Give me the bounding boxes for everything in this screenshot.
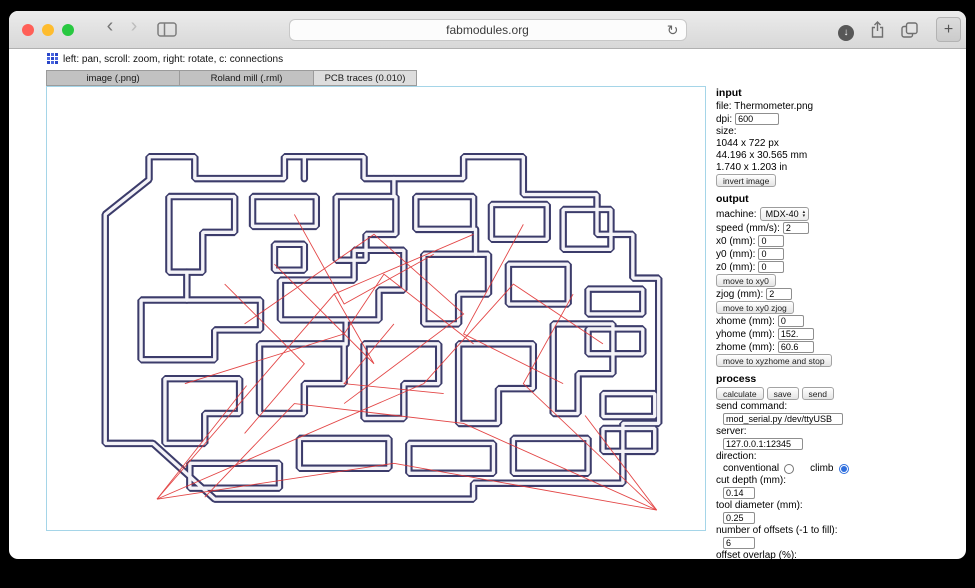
size-label: size: [716,126,737,137]
hint-bar: left: pan, scroll: zoom, right: rotate, … [9,49,966,70]
tool-diameter-label: tool diameter (mm): [716,500,803,511]
save-button[interactable]: save [766,387,799,400]
reload-icon[interactable]: ↻ [666,22,679,38]
dpi-input[interactable] [735,113,780,125]
downloads-icon[interactable]: ↓ [838,24,854,41]
cut-depth-label: cut depth (mm): [716,475,787,486]
new-tab-button[interactable]: + [936,17,961,42]
tabs-overview-icon[interactable] [901,22,918,43]
xhome-input[interactable] [777,315,804,327]
x0-input[interactable] [758,235,785,247]
yhome-label: yhome (mm): [716,328,775,340]
climb-radio[interactable] [838,463,849,474]
speed-label: speed (mm/s): [716,222,780,234]
share-icon[interactable] [870,21,885,44]
dpi-label: dpi: [716,113,733,125]
window-controls [22,24,74,36]
size-mm-text: 44.196 x 30.565 mm [716,150,808,161]
machine-select[interactable]: MDX-40 ▴▾ [759,207,810,221]
zhome-input[interactable] [777,341,814,353]
file-label: file: Thermometer.png [716,101,814,112]
invert-image-button[interactable]: invert image [716,174,777,187]
send-button[interactable]: send [801,387,834,400]
yhome-input[interactable] [777,328,814,340]
x0-label: x0 (mm): [716,235,756,247]
input-section-title: input [716,87,742,99]
z0-label: z0 (mm): [716,261,756,273]
fabmodules-logo-icon [47,52,58,67]
format-tabs: image (.png) Roland mill (.rml) PCB trac… [9,70,966,86]
move-to-xyzhome-button[interactable]: move to xyzhome and stop [716,354,832,367]
tab-roland-mill[interactable]: Roland mill (.rml) [179,70,313,86]
machine-label: machine: [716,208,757,220]
server-input[interactable] [723,438,803,450]
speed-input[interactable] [782,222,809,234]
move-to-xy0-zjog-button[interactable]: move to xy0 zjog [716,301,794,314]
climb-label: climb [810,463,834,474]
send-command-label: send command: [716,401,788,412]
server-label: server: [716,426,747,437]
tab-pcb-traces[interactable]: PCB traces (0.010) [313,70,417,86]
url-text: fabmodules.org [446,23,529,37]
zjog-input[interactable] [766,288,793,300]
select-arrows-icon: ▴▾ [802,209,806,219]
size-px-text: 1044 x 722 px [716,138,779,149]
direction-label: direction: [716,451,757,462]
toolpath-canvas[interactable] [46,86,706,531]
size-in-text: 1.740 x 1.203 in [716,162,788,173]
zhome-label: zhome (mm): [716,341,775,353]
sidebar-toggle-icon[interactable] [157,22,177,42]
conventional-label: conventional [723,463,780,474]
fullscreen-window-button[interactable] [62,24,74,36]
xhome-label: xhome (mm): [716,315,775,327]
connection-lines [156,214,658,511]
z0-input[interactable] [758,261,785,273]
cut-depth-input[interactable] [723,487,755,499]
send-command-input[interactable] [723,413,843,425]
browser-window: ‹ › fabmodules.org ↻ ↓ [9,11,966,559]
process-section-title: process [716,373,757,385]
toolbar-right-icons: ↓ [838,21,918,44]
offsets-label: number of offsets (-1 to fill): [716,525,838,536]
trace-core [103,154,661,501]
forward-button[interactable]: › [130,15,138,37]
minimize-window-button[interactable] [42,24,54,36]
back-button[interactable]: ‹ [106,15,114,37]
conventional-radio[interactable] [784,463,795,474]
tab-image-png[interactable]: image (.png) [46,70,179,86]
settings-panel: input file: Thermometer.png dpi: size: 1… [716,87,962,559]
toolpath-preview [47,87,705,511]
close-window-button[interactable] [22,24,34,36]
y0-input[interactable] [758,248,785,260]
move-to-xy0-button[interactable]: move to xy0 [716,274,776,287]
browser-toolbar: ‹ › fabmodules.org ↻ ↓ [9,11,966,49]
zjog-label: zjog (mm): [716,288,764,300]
output-section-title: output [716,193,749,205]
address-bar[interactable]: fabmodules.org ↻ [288,19,687,41]
tool-diameter-input[interactable] [723,512,755,524]
y0-label: y0 (mm): [716,248,756,260]
calculate-button[interactable]: calculate [716,387,764,400]
controls-hint-text: left: pan, scroll: zoom, right: rotate, … [63,54,284,65]
offset-overlap-label: offset overlap (%): [716,550,797,559]
offsets-input[interactable] [723,537,755,549]
machine-select-value: MDX-40 [765,208,799,219]
